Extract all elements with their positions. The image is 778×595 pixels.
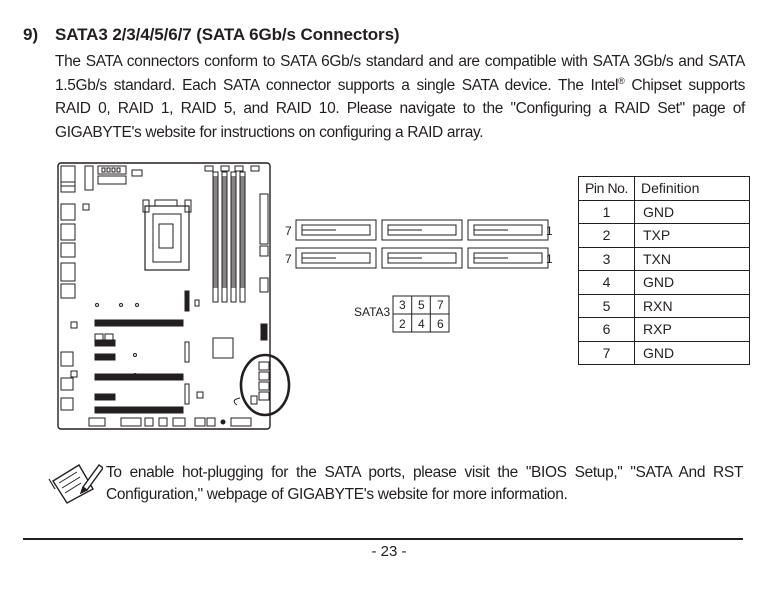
sata-connector-diagram: 7 7 1 1 SATA3 3 5 7 2 4 6 — [280, 214, 553, 339]
pin-number-cell: 5 — [578, 293, 635, 318]
pin-definition-cell: RXP — [634, 317, 750, 342]
sata-port-bottom-left — [295, 247, 377, 269]
pin-definition-cell: GND — [634, 270, 750, 295]
port-number-6: 6 — [437, 317, 444, 331]
pin-1-top-label: 1 — [546, 224, 553, 238]
pin-number-cell: 4 — [578, 270, 635, 295]
pin-definition-cell: TXP — [634, 223, 750, 248]
section-number: 9) — [23, 25, 39, 44]
description-part-2: Chipset supports RAID 0, RAID 1, RAID 5,… — [55, 76, 745, 141]
header-definition: Definition — [634, 176, 750, 201]
page-number: - 23 - — [371, 543, 407, 560]
sata3-label: SATA3 — [354, 305, 391, 319]
port-number-2: 2 — [399, 317, 406, 331]
registered-mark: ® — [618, 75, 625, 86]
pin-number-cell: 2 — [578, 223, 635, 248]
sata-port-top-right — [467, 219, 549, 241]
pin-number-cell: 1 — [578, 199, 635, 224]
pin-definition-cell: TXN — [634, 246, 750, 271]
sata-port-top-left — [295, 219, 377, 241]
pin-number-cell: 7 — [578, 340, 635, 365]
pin-7-top-label: 7 — [285, 224, 292, 238]
sata-port-drawing — [295, 219, 549, 333]
port-number-grid — [392, 295, 450, 333]
port-number-5: 5 — [418, 298, 425, 312]
pin-number-cell: 6 — [578, 317, 635, 342]
footer-divider — [23, 538, 743, 540]
note-pencil-icon — [48, 464, 103, 504]
pin-1-bottom-label: 1 — [546, 252, 553, 266]
pin-definition-cell: GND — [634, 199, 750, 224]
pin-number-cell: 3 — [578, 246, 635, 271]
port-number-7: 7 — [437, 298, 444, 312]
section-description: The SATA connectors conform to SATA 6Gb/… — [55, 50, 745, 144]
motherboard-layout-diagram — [57, 162, 291, 430]
pin-definition-cell: RXN — [634, 293, 750, 318]
port-number-4: 4 — [418, 317, 425, 331]
description-part-1: The SATA connectors conform to SATA 6Gb/… — [55, 53, 745, 94]
sata-port-bottom-mid — [381, 247, 463, 269]
port-number-3: 3 — [399, 298, 406, 312]
header-pin-no: Pin No. — [578, 176, 635, 201]
pin-definition-cell: GND — [634, 340, 750, 365]
section-title: SATA3 2/3/4/5/6/7 (SATA 6Gb/s Connectors… — [55, 25, 400, 44]
pin-7-bottom-label: 7 — [285, 252, 292, 266]
sata-port-top-mid — [381, 219, 463, 241]
sata-port-bottom-right — [467, 247, 549, 269]
table-header-row: Pin No. Definition — [578, 176, 750, 201]
hot-plug-note: To enable hot-plugging for the SATA port… — [106, 464, 743, 503]
